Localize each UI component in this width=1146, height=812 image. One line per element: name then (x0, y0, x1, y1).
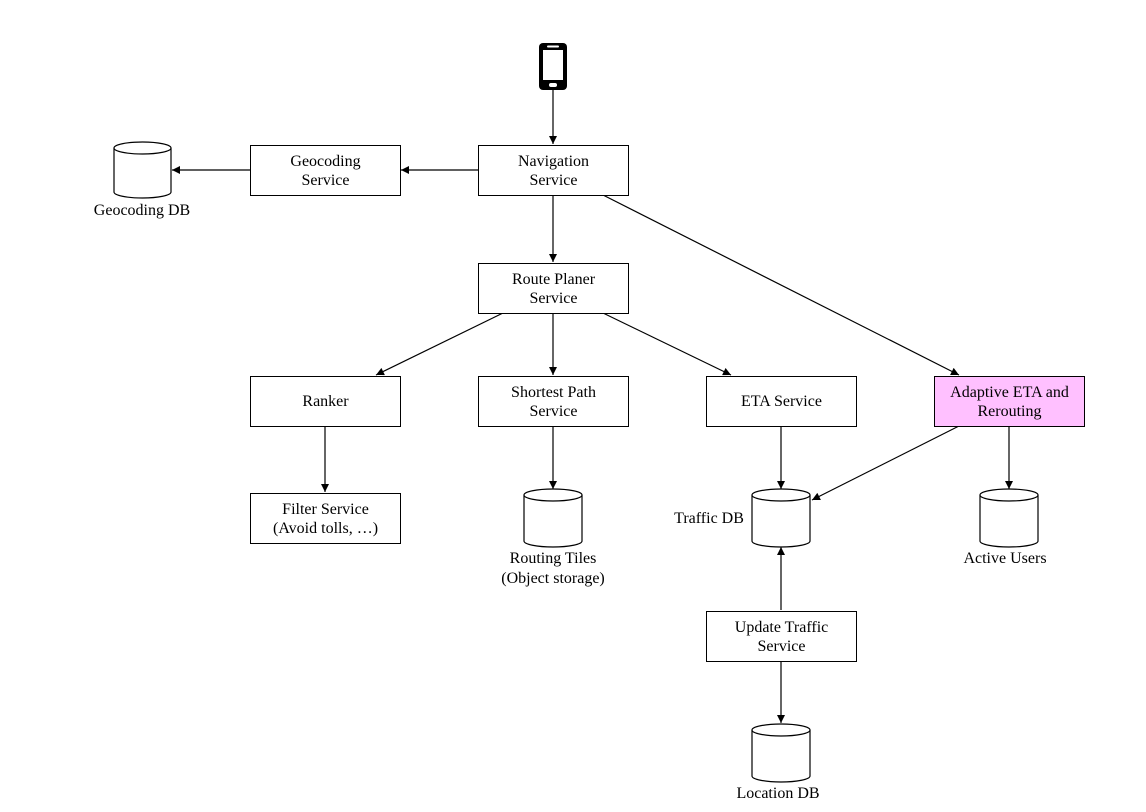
shortest-path-service-node[interactable]: Shortest Path Service (478, 376, 629, 427)
routing-tiles-label: Routing Tiles (Object storage) (501, 550, 605, 587)
active-users-db-icon (979, 488, 1039, 548)
navigation-service-node[interactable]: Navigation Service (478, 145, 629, 196)
active-users-label: Active Users (963, 550, 1047, 567)
eta-service-node[interactable]: ETA Service (706, 376, 857, 427)
location-db-icon (751, 723, 811, 783)
ranker-label: Ranker (302, 393, 349, 410)
geocoding-service-label: Geocoding Service (290, 152, 361, 189)
traffic-db-label: Traffic DB (674, 510, 744, 527)
route-planer-service-node[interactable]: Route Planer Service (478, 263, 629, 314)
update-traffic-service-node[interactable]: Update Traffic Service (706, 611, 857, 662)
traffic-db-icon (751, 488, 811, 548)
route-planer-service-label: Route Planer Service (511, 270, 596, 307)
routing-tiles-db-icon (523, 488, 583, 548)
navigation-service-label: Navigation Service (517, 152, 590, 189)
adaptive-eta-rerouting-node[interactable]: Adaptive ETA and Rerouting (934, 376, 1085, 427)
location-db-label: Location DB (736, 785, 820, 802)
shortest-path-service-label: Shortest Path Service (511, 383, 596, 420)
geocoding-db-label: Geocoding DB (93, 202, 191, 219)
adaptive-eta-rerouting-label: Adaptive ETA and Rerouting (950, 383, 1069, 420)
edge-route-planer-to-eta (602, 312, 732, 376)
update-traffic-service-label: Update Traffic Service (734, 618, 829, 655)
geocoding-db-icon (113, 141, 172, 199)
edge-route-planer-to-ranker (375, 312, 504, 376)
filter-service-node[interactable]: Filter Service (Avoid tolls, …) (250, 493, 401, 544)
edge-adaptive-to-traffic-db (811, 425, 960, 501)
ranker-node[interactable]: Ranker (250, 376, 401, 427)
geocoding-service-node[interactable]: Geocoding Service (250, 145, 401, 196)
filter-service-label: Filter Service (Avoid tolls, …) (272, 500, 379, 537)
eta-service-label: ETA Service (741, 393, 822, 410)
edge-navigation-to-adaptive (602, 194, 960, 376)
mobile-phone-icon (539, 43, 567, 90)
